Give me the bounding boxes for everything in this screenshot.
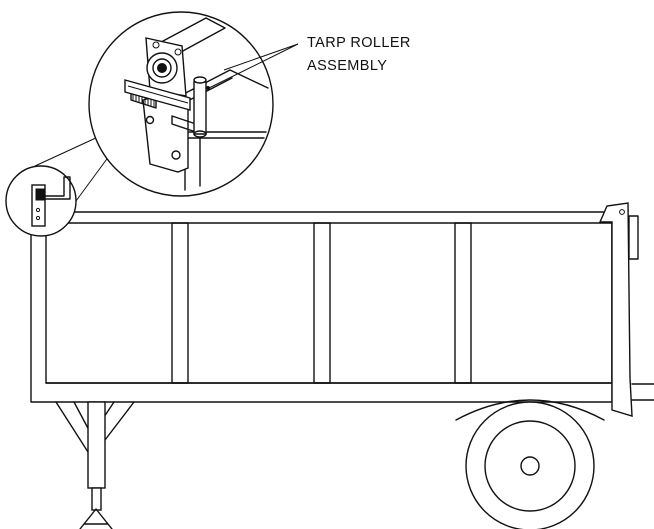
small-spring [35, 188, 45, 201]
body-outer-frame [30, 211, 613, 403]
callout-dot [206, 86, 210, 90]
jack-tube [87, 401, 106, 489]
upper-plate-bolt-2 [174, 48, 182, 56]
bearing-center [157, 63, 167, 73]
crank-handle-base [193, 130, 207, 138]
tongue-jack [55, 401, 135, 529]
small-bolt-1 [35, 207, 41, 213]
detail-circle-large [88, 11, 274, 197]
crank-handle-post [193, 81, 207, 135]
small-bolt-2 [35, 215, 41, 221]
lower-plate-bolt-2 [171, 150, 181, 160]
hub [520, 456, 540, 476]
trailer-body [30, 211, 613, 403]
crank-arm [124, 79, 191, 111]
jack-foot-post [91, 487, 102, 511]
body-post-3 [454, 222, 472, 384]
body-post-2 [313, 222, 331, 384]
frame-rail-lower [173, 131, 267, 191]
tailgate-hinge-hole [619, 209, 625, 215]
body-inner-frame [45, 222, 613, 384]
fender [455, 399, 605, 421]
rim [484, 420, 576, 512]
callout-leader [206, 43, 299, 90]
bearing-mid [152, 58, 172, 78]
tongue-a-frame [55, 401, 135, 453]
crank-handle-cap [193, 76, 207, 84]
callout-line-2: ASSEMBLY [307, 58, 387, 74]
small-crank-handle [44, 176, 71, 200]
tailgate-latch [628, 215, 639, 260]
callout-line-1: TARP ROLLER [307, 35, 411, 51]
upper-plate-bolt-1 [152, 41, 160, 49]
jack-foot [79, 508, 113, 529]
tailgate-panel [598, 202, 633, 417]
wheel [455, 399, 605, 529]
crank-arm-edge [127, 85, 189, 104]
body-post-1 [171, 222, 189, 384]
tailgate [598, 202, 654, 417]
lower-plate-bolt-1 [145, 115, 155, 125]
leader-bottom [75, 151, 113, 202]
detail-circle-small [5, 165, 77, 237]
callout: TARP ROLLER ASSEMBLY [206, 35, 411, 90]
